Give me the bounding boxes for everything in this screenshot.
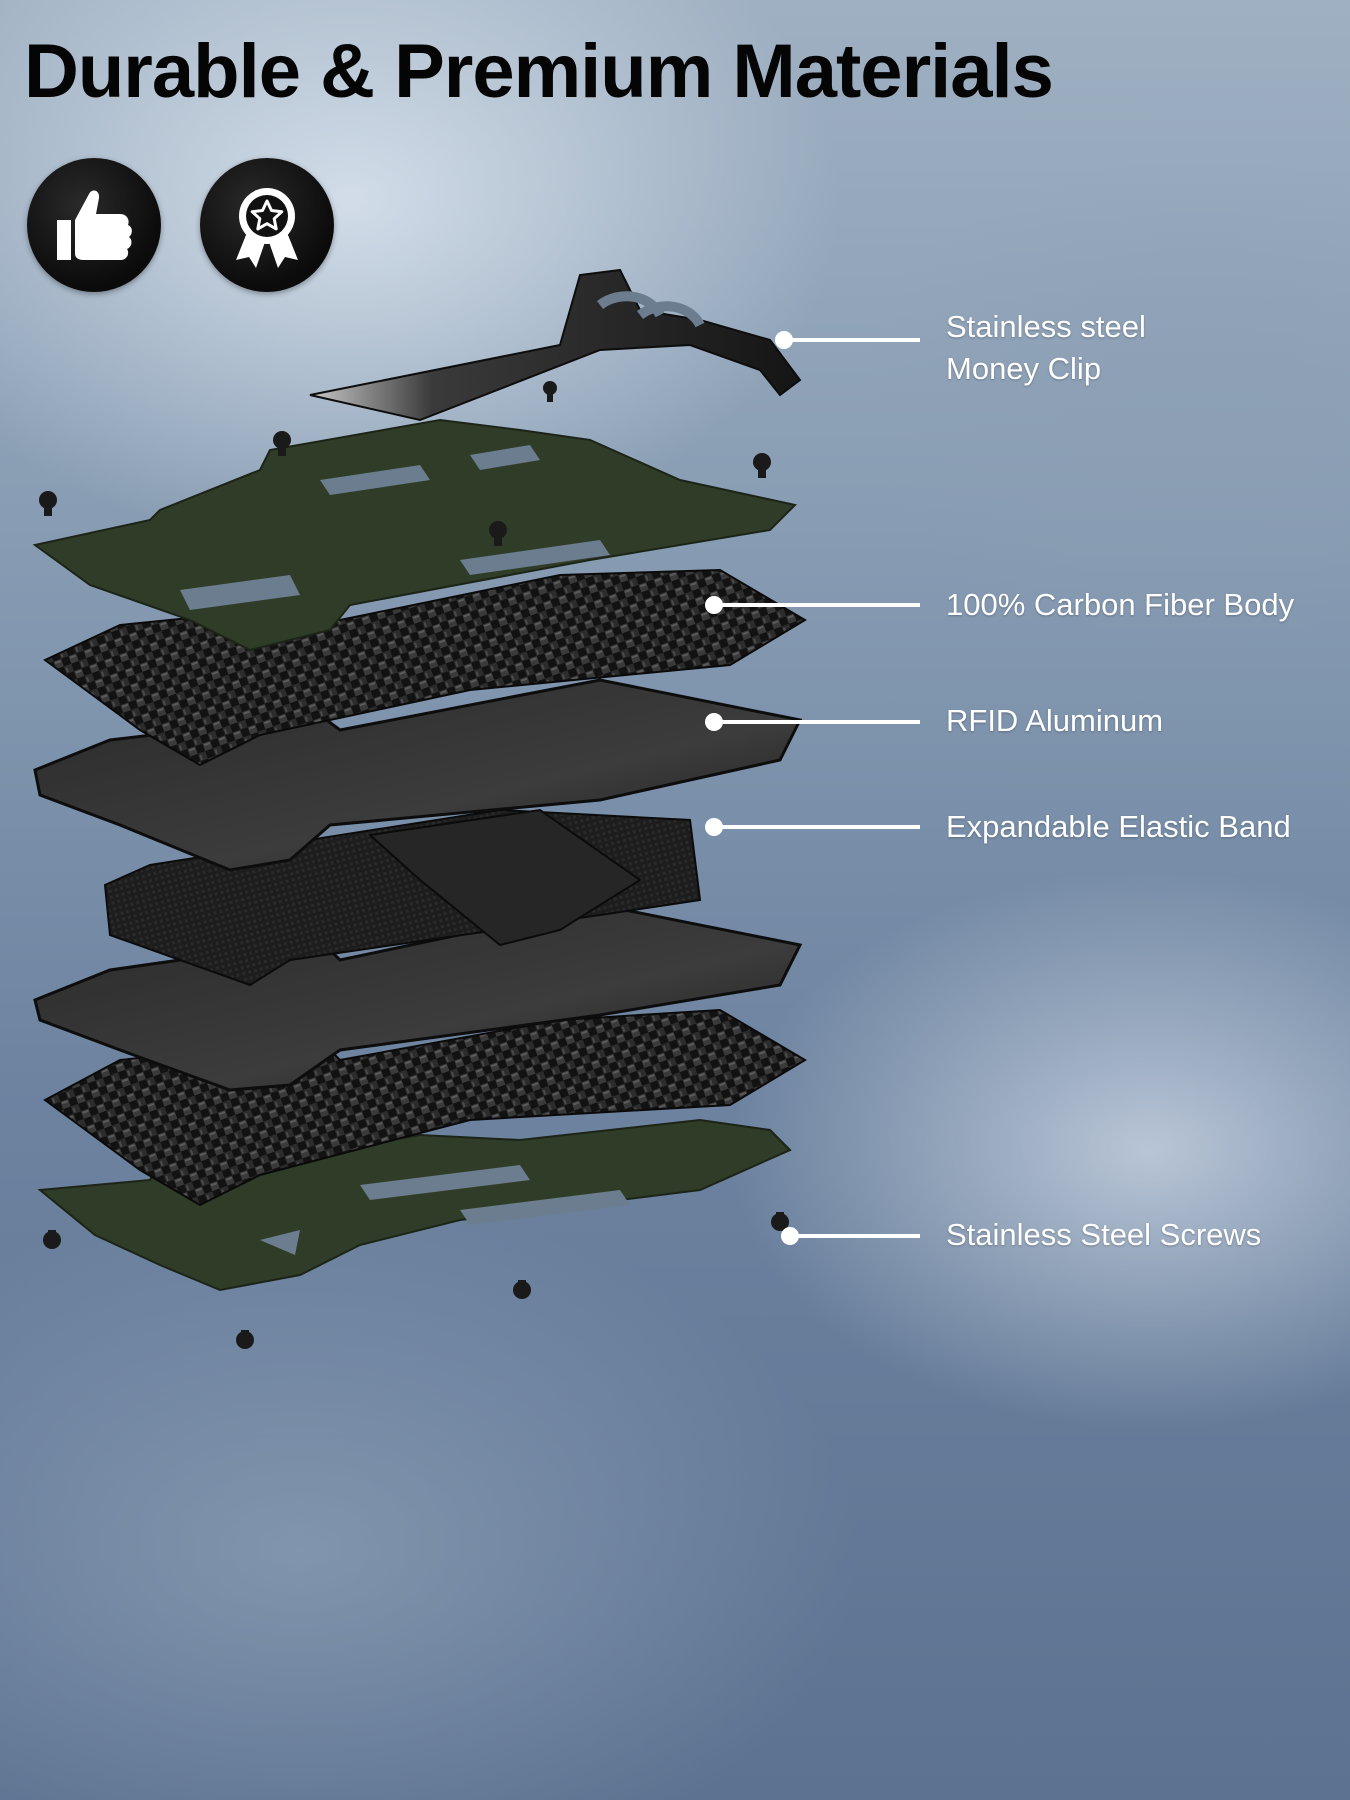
callout-line: Stainless steel	[946, 309, 1146, 344]
callout-line: Money Clip	[946, 351, 1102, 386]
callout-screws: Stainless Steel Screws	[946, 1214, 1261, 1256]
callout-elastic-band: Expandable Elastic Band	[946, 806, 1291, 848]
money-clip	[309, 268, 802, 422]
screws	[39, 381, 789, 1349]
callout-rfid-aluminum: RFID Aluminum	[946, 700, 1163, 742]
top-frame-plate	[32, 418, 798, 652]
callout-line: RFID Aluminum	[946, 703, 1164, 738]
callout-money-clip: Stainless steel Money Clip	[946, 306, 1146, 390]
headline: Durable & Premium Materials	[24, 29, 1054, 114]
callout-line: Expandable Elastic Band	[946, 809, 1291, 844]
callout-line: Stainless Steel Screws	[946, 1217, 1262, 1252]
thumbs-up-icon	[27, 158, 161, 292]
callout-line: 100% Carbon Fiber Body	[946, 587, 1295, 622]
callout-carbon-fiber-body: 100% Carbon Fiber Body	[946, 584, 1294, 626]
award-medal-icon	[200, 158, 334, 292]
